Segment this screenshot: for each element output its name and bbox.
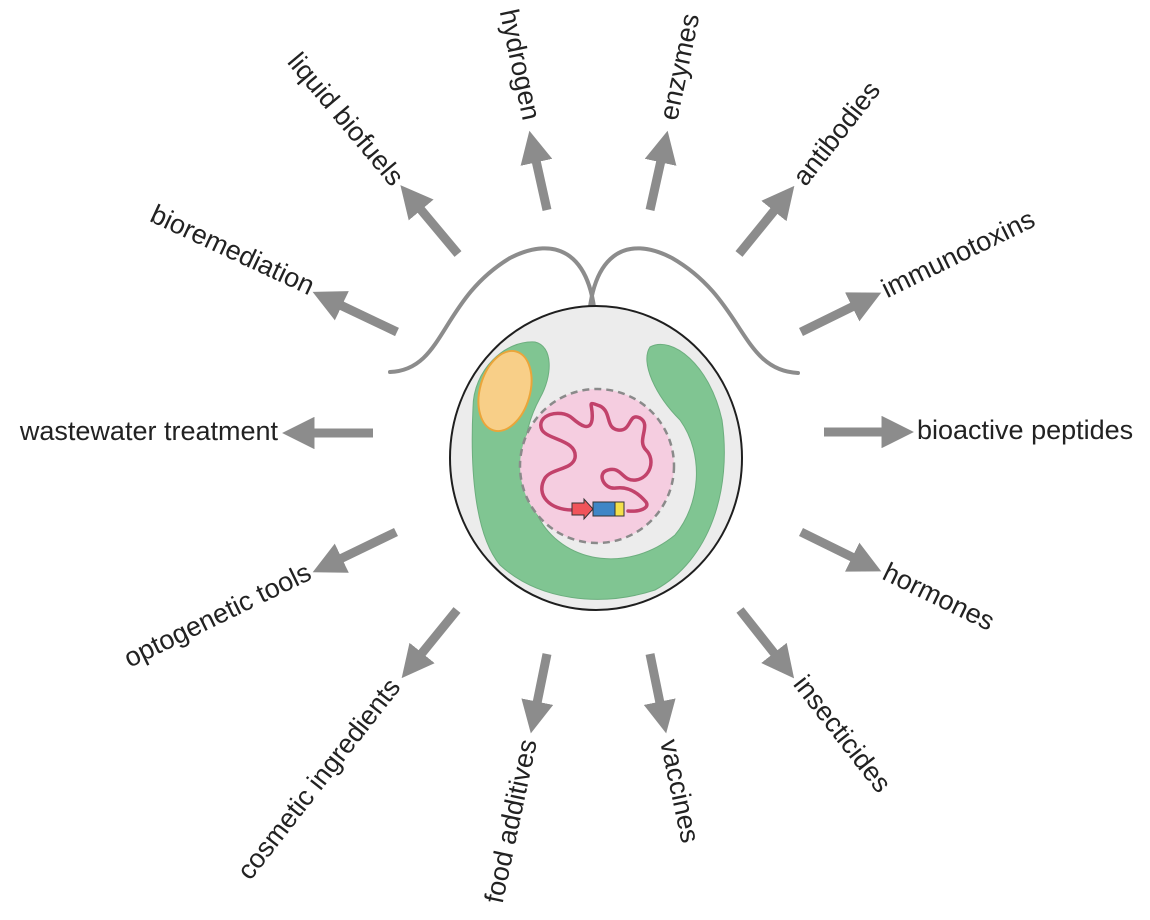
label-bioremediation: bioremediation [146, 199, 319, 301]
label-enzymes: enzymes [653, 11, 705, 123]
promoter-arrow-icon [571, 497, 594, 521]
nucleus [518, 387, 676, 545]
arrow-bioremediation [312, 291, 399, 337]
label-food-additives: food additives [479, 736, 543, 905]
label-liquid-biofuels: liquid biofuels [282, 47, 410, 192]
chromosomal-dna [539, 401, 653, 513]
arrow-vaccines [643, 653, 676, 734]
label-immunotoxins: immunotoxins [877, 204, 1040, 304]
label-optogenetic-tools: optogenetic tools [119, 557, 316, 673]
arrow-insecticides [736, 607, 795, 679]
label-insecticides: insecticides [788, 670, 898, 798]
arrow-food-additives [521, 653, 554, 734]
label-vaccines: vaccines [654, 736, 705, 845]
arrow-enzymes [644, 130, 677, 211]
label-cosmetic-ingredients: cosmetic ingredients [231, 673, 406, 885]
eyespot [477, 349, 533, 433]
product-arrows [282, 130, 914, 734]
label-hormones: hormones [878, 557, 999, 637]
transgene-cassette [571, 497, 625, 521]
right-flagellum [586, 246, 800, 375]
coding-sequence-block [592, 501, 616, 517]
chloroplast [471, 341, 725, 600]
label-bioactive-peptides: bioactive peptides [917, 415, 1133, 445]
arrow-immunotoxins [799, 292, 882, 337]
terminator-block [614, 501, 625, 517]
arrow-antibodies [735, 185, 795, 257]
flagella [388, 246, 800, 375]
label-wastewater-treatment: wastewater treatment [19, 416, 279, 446]
left-flagellum [388, 246, 598, 374]
label-antibodies: antibodies [787, 76, 886, 191]
arrow-cosmetic-ingredients [401, 607, 461, 679]
label-hydrogen: hydrogen [494, 6, 547, 122]
algal-cell [449, 305, 743, 611]
arrow-liquid-biofuels [400, 185, 462, 257]
arrow-hormones [799, 527, 882, 572]
arrow-optogenetic-tools [312, 527, 398, 573]
arrow-hydrogen [520, 130, 553, 211]
